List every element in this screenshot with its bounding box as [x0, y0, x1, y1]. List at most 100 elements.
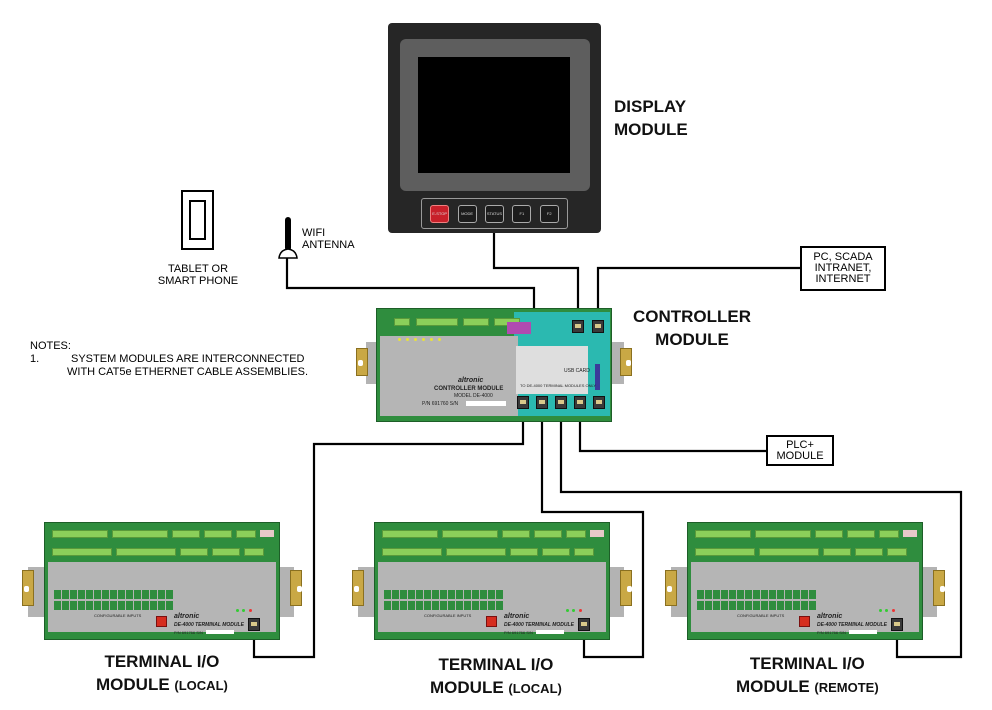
status-led-green [242, 609, 245, 612]
status-led [414, 338, 417, 341]
terminal-block [534, 530, 562, 538]
terminal-block [463, 318, 489, 326]
terminal-module-title: TERMINAL I/O MODULE (REMOTE) [736, 652, 879, 699]
antenna-label-line1: WIFI [302, 227, 326, 239]
display-keypad: E-STOP MODE STATUS F1 F2 [421, 198, 568, 229]
rail-clip-left [22, 570, 34, 606]
serial-field [536, 630, 564, 634]
display-title-line2: MODULE [614, 120, 688, 139]
terminal-title-module: MODULE [736, 677, 810, 696]
terminal-block [502, 530, 530, 538]
configurable-inputs-label: CONFIGURABLE INPUTS [737, 613, 785, 618]
tablet-icon [181, 190, 214, 250]
terminal-block [382, 548, 442, 556]
rail-clip-left [356, 348, 368, 376]
rail-clip-right [620, 570, 632, 606]
pc-scada-line3: INTERNET [815, 273, 871, 285]
controller-port-3[interactable] [555, 396, 567, 409]
usb-card-label: USB CARD [564, 368, 590, 374]
controller-port-4[interactable] [574, 396, 586, 409]
terminal-title-line1: TERMINAL I/O [749, 654, 865, 673]
terminal-block [244, 548, 264, 556]
terminal-title-line2: MODULE (REMOTE) [736, 675, 879, 699]
f1-key[interactable]: F1 [512, 204, 532, 223]
status-key[interactable]: STATUS [484, 204, 504, 223]
input-grid-divider [384, 599, 504, 601]
mode-key[interactable]: MODE [457, 204, 477, 223]
terminal-block [574, 548, 594, 556]
usb-card-slot [595, 364, 600, 390]
wire-pc-controller [596, 266, 800, 322]
terminal-qualifier: (LOCAL) [508, 681, 562, 696]
terminal-block [416, 318, 458, 326]
pc-scada-line1: PC, SCADA [813, 251, 873, 263]
terminal-ethernet-port[interactable] [578, 618, 590, 631]
terminal-brand: altronic [817, 613, 843, 620]
terminal-part-number: P/N 691766 S/N [504, 630, 533, 635]
controller-title-line2: MODULE [655, 330, 729, 349]
controller-module-title: CONTROLLER MODULE [627, 305, 757, 351]
rail-clip-right [933, 570, 945, 606]
terminal-module-title: TERMINAL I/O MODULE (LOCAL) [430, 653, 562, 700]
estop-key[interactable]: E-STOP [430, 204, 450, 223]
terminal-brand: altronic [504, 613, 530, 620]
display-port[interactable] [572, 320, 584, 333]
controller-title-line1: CONTROLLER [632, 307, 752, 326]
controller-module: altronic CONTROLLER MODULE MODEL DE-4000… [376, 308, 612, 422]
wire-controller-plc [578, 410, 766, 453]
terminal-block [172, 530, 200, 538]
terminal-block [394, 318, 410, 326]
display-module-title: DISPLAY MODULE [614, 95, 688, 141]
wire-display-controller [492, 232, 580, 322]
terminal-block [446, 548, 506, 556]
terminal-ethernet-port[interactable] [891, 618, 903, 631]
terminal-block [112, 530, 168, 538]
terminal-module-remote: CONFIGURABLE INPUTS altronic DE-4000 TER… [687, 522, 923, 640]
notes: NOTES: 1. SYSTEM MODULES ARE INTERCONNEC… [30, 340, 308, 379]
rail-clip-left [665, 570, 677, 606]
f2-key[interactable]: F2 [539, 204, 559, 223]
terminal-block [542, 548, 570, 556]
controller-port-5[interactable] [593, 396, 605, 409]
configurable-inputs-label: CONFIGURABLE INPUTS [94, 613, 142, 618]
terminal-block [116, 548, 176, 556]
network-port[interactable] [592, 320, 604, 333]
status-led-green [572, 609, 575, 612]
controller-product-name: CONTROLLER MODULE [434, 386, 504, 392]
terminal-block [695, 530, 751, 538]
controller-port-2[interactable] [536, 396, 548, 409]
wire-controller-terminal-remote [559, 410, 963, 659]
status-led-green [879, 609, 882, 612]
pc-scada-line2: INTRANET, [814, 262, 872, 274]
status-led-green [566, 609, 569, 612]
terminal-qualifier: (REMOTE) [814, 680, 879, 695]
note-item: 1. SYSTEM MODULES ARE INTERCONNECTED [30, 353, 308, 366]
terminal-ethernet-port[interactable] [248, 618, 260, 631]
terminal-product-name: DE-4000 TERMINAL MODULE [174, 622, 244, 628]
terminal-block [382, 530, 438, 538]
status-led [398, 338, 401, 341]
terminal-title-module: MODULE [96, 675, 170, 694]
terminal-block [236, 530, 256, 538]
status-led-red [579, 609, 582, 612]
note-line1: SYSTEM MODULES ARE INTERCONNECTED [71, 353, 305, 365]
antenna-label-line2: ANTENNA [302, 239, 355, 251]
wifi-antenna-icon [278, 217, 298, 259]
plc-line2: MODULE [776, 450, 824, 462]
reset-button[interactable] [486, 616, 497, 627]
terminal-block [759, 548, 819, 556]
terminal-block [180, 548, 208, 556]
reset-button[interactable] [156, 616, 167, 627]
plc-line1: PLC+ [786, 439, 814, 451]
rail-clip-right [620, 348, 632, 376]
controller-port-1[interactable] [517, 396, 529, 409]
terminal-title-line2: MODULE (LOCAL) [430, 676, 562, 700]
terminal-product-name: DE-4000 TERMINAL MODULE [504, 622, 574, 628]
terminal-qualifier: (LOCAL) [174, 678, 228, 693]
reset-button[interactable] [799, 616, 810, 627]
terminal-part-number: P/N 691766 S/N [817, 630, 846, 635]
status-led-green [885, 609, 888, 612]
antenna-label: WIFI ANTENNA [302, 227, 355, 251]
